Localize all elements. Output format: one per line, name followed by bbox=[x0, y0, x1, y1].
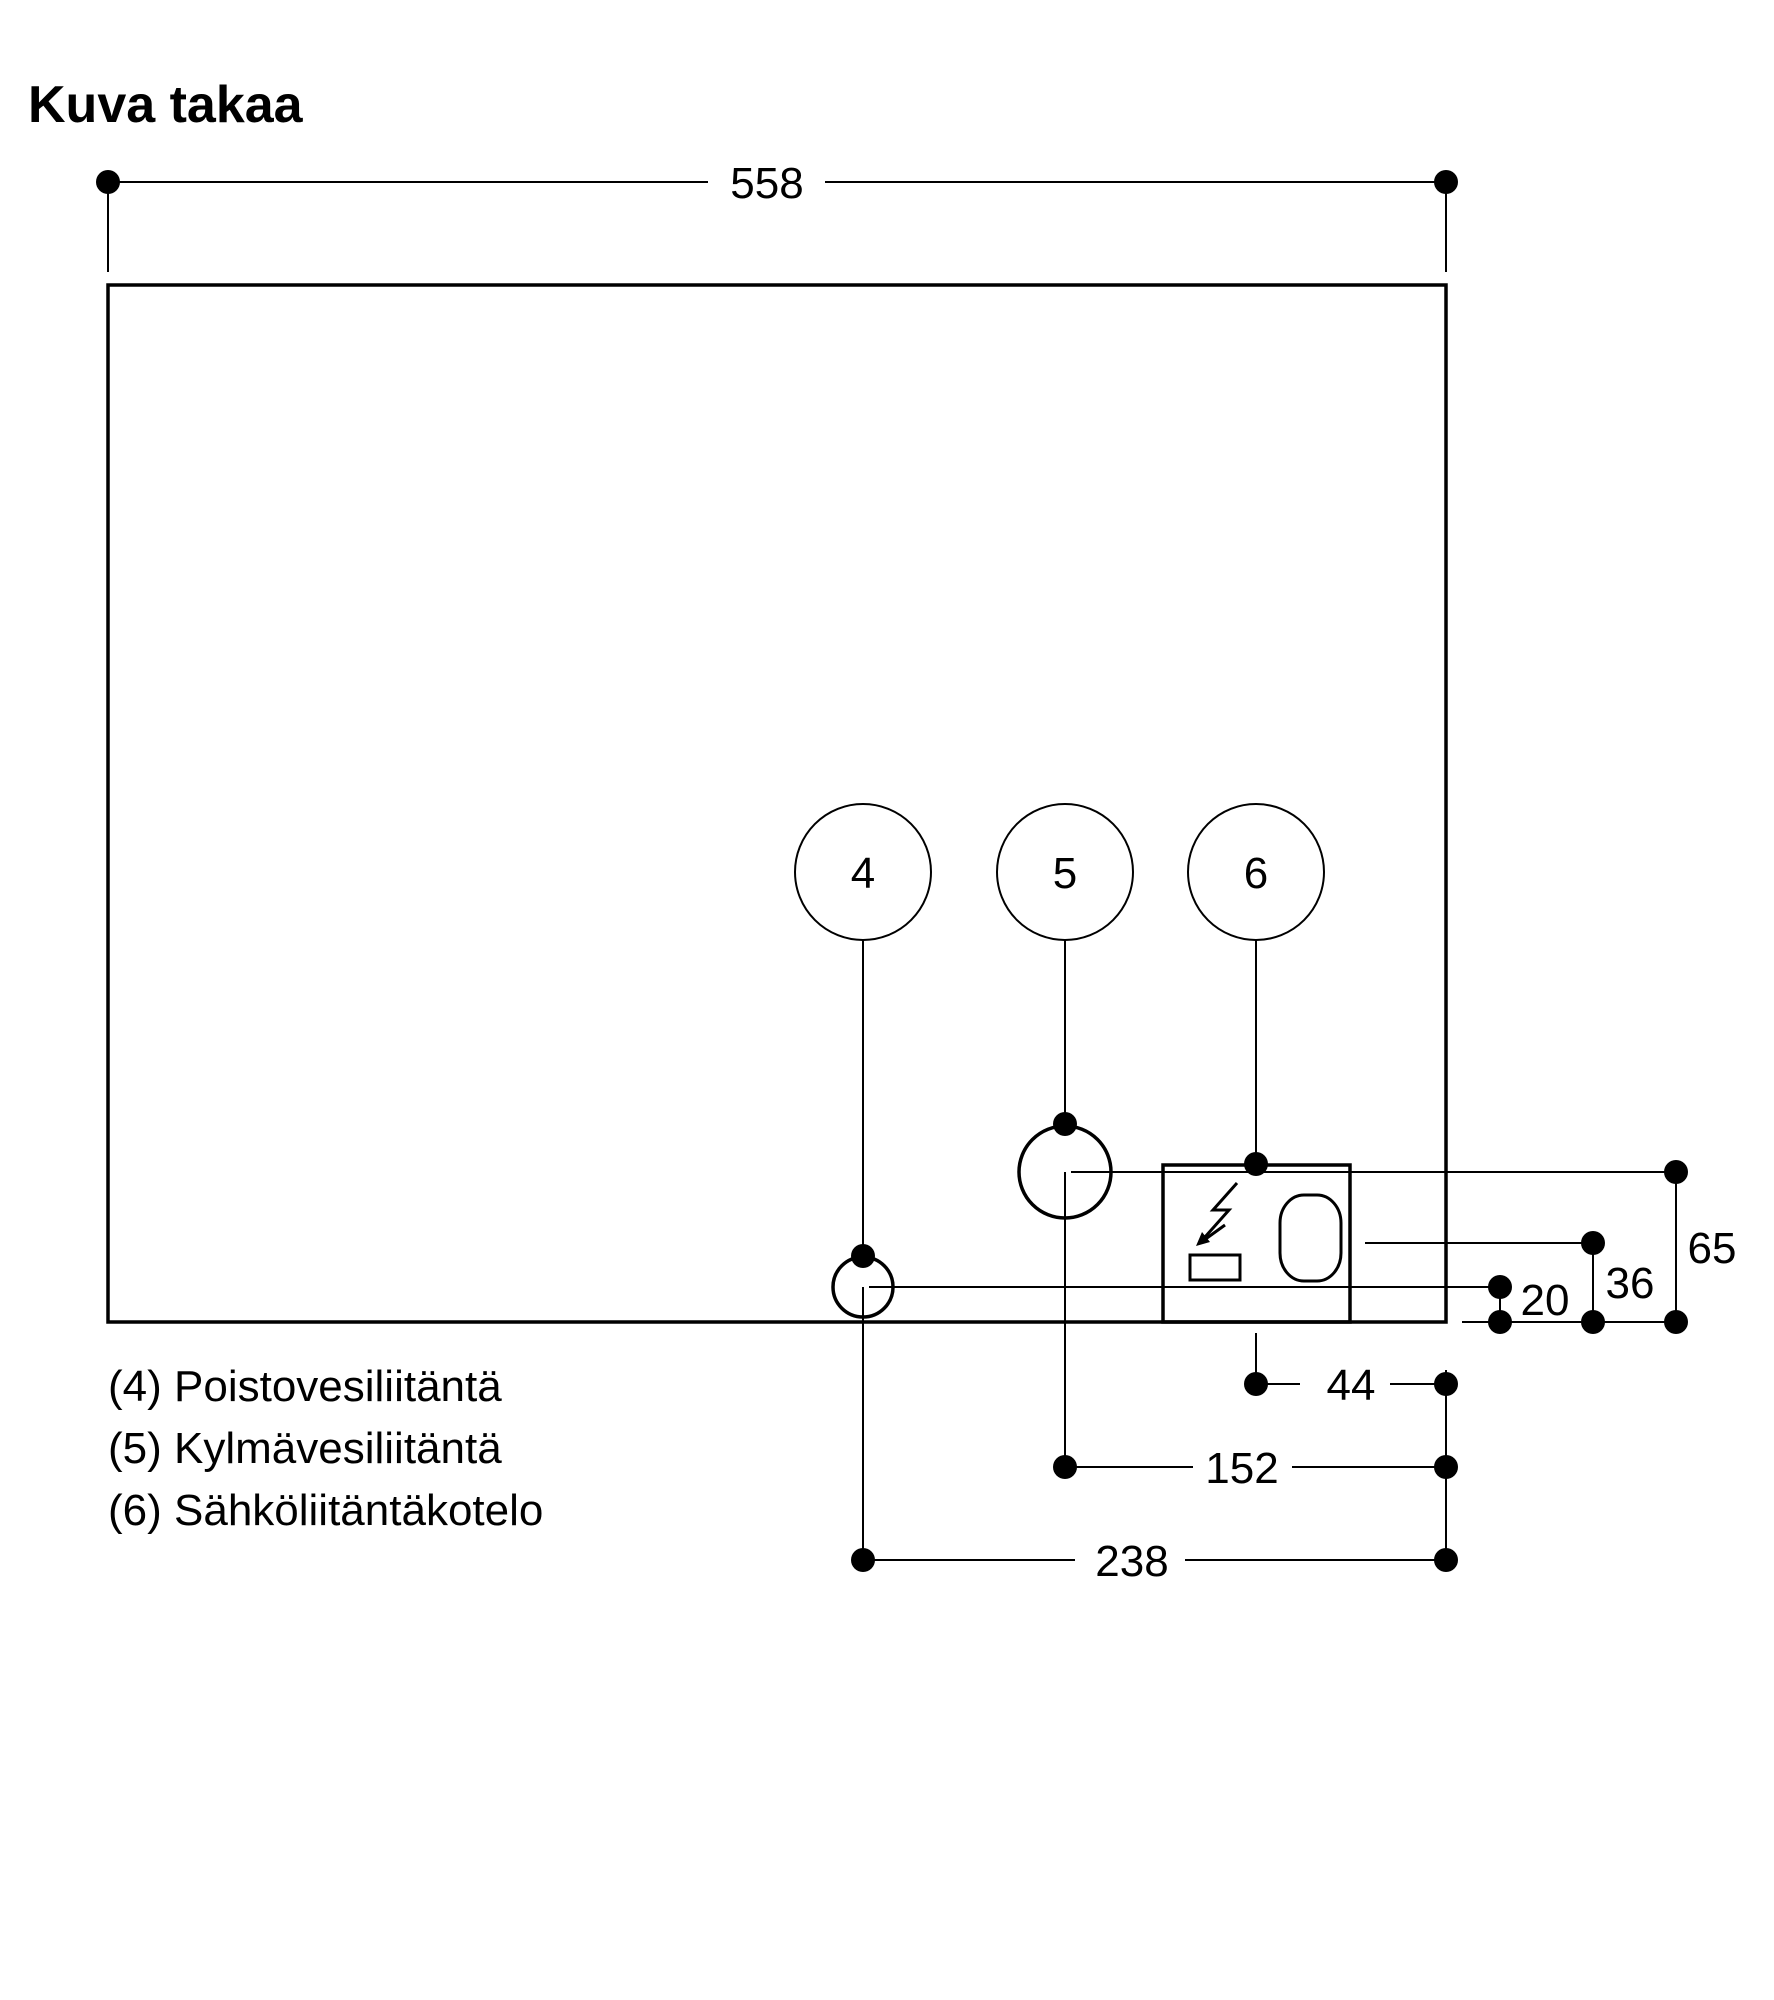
drain-offset-value: 238 bbox=[1095, 1537, 1168, 1586]
bottom-dimensions: 44 152 238 bbox=[851, 1172, 1458, 1586]
legend-item-drain: (4) Poistovesiliitäntä bbox=[108, 1362, 502, 1411]
callout-drain-number: 4 bbox=[851, 849, 875, 898]
callout-electrical-box: 6 bbox=[1187, 803, 1325, 1176]
height-dimensions: 20 36 65 bbox=[869, 1160, 1736, 1334]
legend-item-cold-water: (5) Kylmävesiliitäntä bbox=[108, 1424, 502, 1473]
drain-height-value: 20 bbox=[1521, 1276, 1570, 1325]
legend: (4) Poistovesiliitäntä (5) Kylmävesiliit… bbox=[108, 1362, 543, 1535]
width-value: 558 bbox=[730, 159, 803, 208]
legend-item-electrical-box: (6) Sähköliitäntäkotelo bbox=[108, 1486, 543, 1535]
callout-electrical-box-number: 6 bbox=[1244, 849, 1268, 898]
cold-water-height-value: 65 bbox=[1688, 1224, 1737, 1273]
callout-drain: 4 bbox=[794, 803, 932, 1268]
callout-cold-water-number: 5 bbox=[1053, 849, 1077, 898]
lightning-arrow-icon bbox=[1188, 1182, 1343, 1283]
page-title: Kuva takaa bbox=[28, 76, 304, 134]
box-offset-value: 44 bbox=[1327, 1361, 1376, 1410]
box-mid-height-value: 36 bbox=[1606, 1259, 1655, 1308]
cold-water-offset-value: 152 bbox=[1205, 1444, 1278, 1493]
electrical-box bbox=[1161, 1163, 1352, 1324]
width-dimension: 558 bbox=[96, 159, 1458, 272]
callout-cold-water: 5 bbox=[996, 803, 1134, 1136]
appliance-rear-outline bbox=[106, 283, 1448, 1324]
